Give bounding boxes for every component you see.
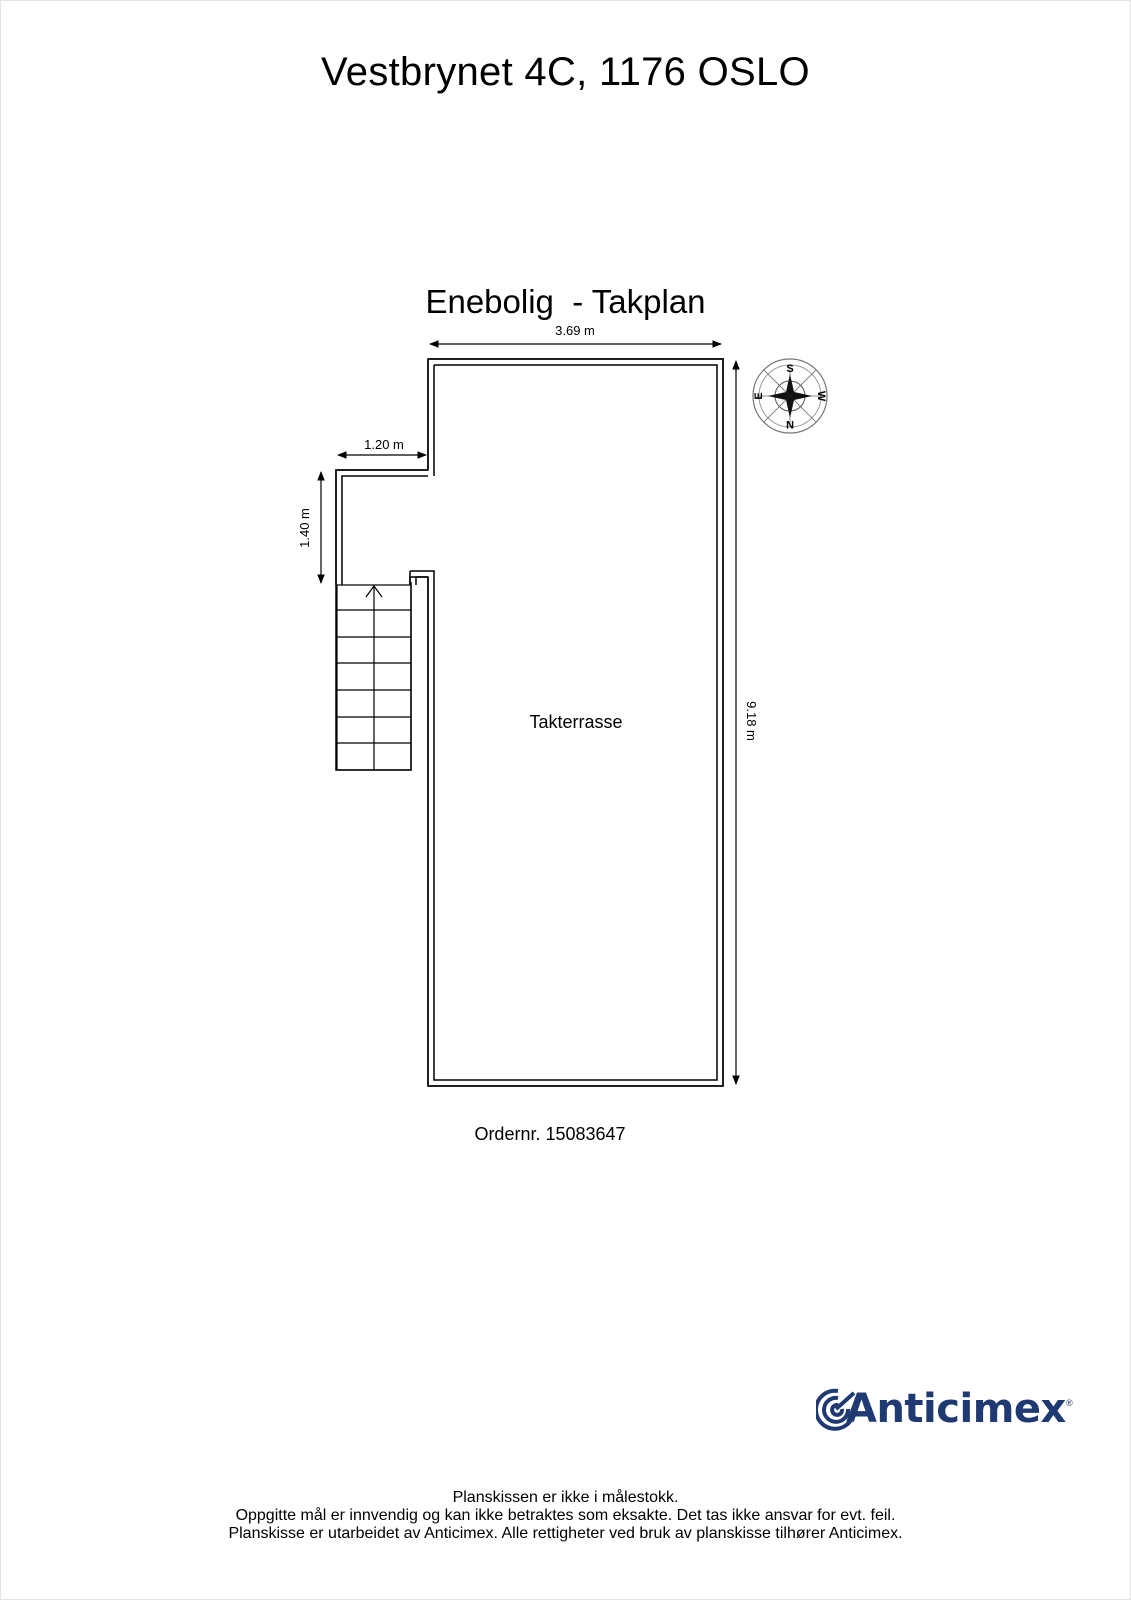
room-wall-inner bbox=[428, 364, 718, 1081]
stair-arrow bbox=[365, 584, 383, 598]
compass-south: S bbox=[786, 363, 793, 375]
dimension-notch-width: 1.20 m bbox=[364, 437, 404, 452]
compass-west: W bbox=[815, 391, 827, 402]
disclaimer-line-2: Oppgitte mål er innvendig og kan ikke be… bbox=[235, 1507, 896, 1524]
brand-registered-mark: ® bbox=[1066, 1398, 1073, 1408]
anticimex-logo-icon bbox=[816, 1388, 856, 1431]
room-label: Takterrasse bbox=[529, 712, 622, 732]
disclaimer-line-3: Planskisse er utarbeidet av Anticimex. A… bbox=[228, 1525, 903, 1542]
staircase bbox=[336, 584, 412, 771]
room-wall-outer bbox=[427, 358, 724, 1087]
compass-north: N bbox=[786, 418, 794, 430]
notch-wall bbox=[335, 469, 428, 585]
order-number: Ordernr. 15083647 bbox=[474, 1124, 626, 1144]
address-heading: Vestbrynet 4C, 1176 OSLO bbox=[321, 50, 810, 94]
disclaimer: Planskissen er ikke i målestokk. Oppgitt… bbox=[0, 1489, 1131, 1543]
dimension-notch-height: 1.40 m bbox=[297, 508, 312, 548]
dimension-right-height: 9.18 m bbox=[744, 701, 759, 741]
brand-name: Anticimex bbox=[846, 1386, 1066, 1432]
disclaimer-line-1: Planskissen er ikke i målestokk. bbox=[452, 1489, 679, 1506]
notch-wall-lower bbox=[409, 570, 428, 585]
compass-icon: S N E W bbox=[752, 358, 828, 434]
compass-east: E bbox=[753, 392, 765, 399]
dimension-top-width: 3.69 m bbox=[555, 323, 595, 338]
plan-title: Enebolig - Takplan bbox=[425, 283, 706, 320]
